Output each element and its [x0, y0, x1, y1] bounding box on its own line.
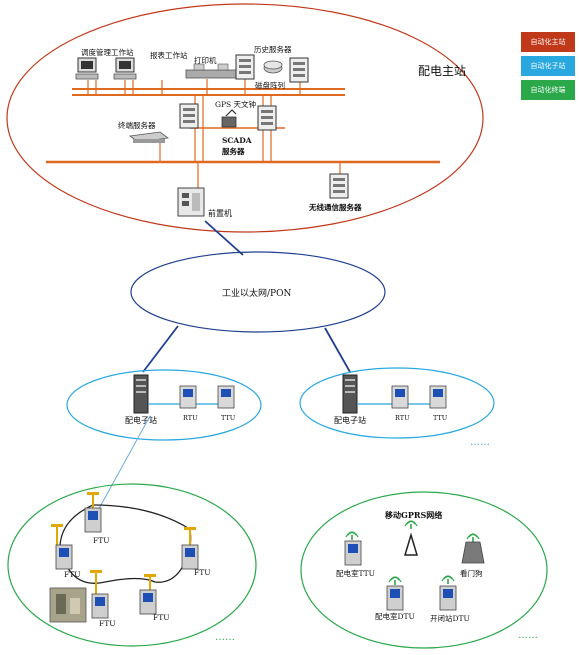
ellipsis-substations: ……	[470, 437, 490, 448]
master-station-boundary	[6, 3, 484, 233]
feeder-line-top	[92, 504, 189, 529]
ftu-icon-2	[55, 544, 73, 570]
rtu-icon	[179, 385, 197, 409]
room-ttu-icon	[344, 540, 362, 566]
lan-bus-upper	[72, 88, 345, 96]
room-dtu-icon	[386, 585, 404, 611]
history-server-icon	[235, 54, 255, 80]
dispatch-workstation-label: 调度管理工作站	[81, 47, 134, 57]
ttu-right-label: TTU	[433, 414, 448, 422]
legend-terminal: 自动化终端	[521, 80, 575, 100]
substation-left-label: 配电子站	[125, 415, 157, 425]
ftu-label-5: FTU	[153, 613, 170, 622]
front-end-icon	[177, 187, 205, 217]
substation-to-feeder-link	[89, 415, 151, 526]
substation-rack-icon	[133, 374, 149, 414]
room-dtu-label: 配电室DTU	[375, 611, 415, 621]
network-to-substation-left	[142, 325, 179, 373]
network-label: 工业以太网/PON	[222, 287, 291, 299]
ftu-label-2: FTU	[64, 570, 81, 579]
wireless-server-label: 无线通信服务器	[308, 202, 362, 212]
substation-right-boundary	[299, 367, 495, 439]
ftu-icon-1	[84, 507, 102, 533]
antenna-icon-dtu1	[388, 576, 402, 586]
switch-station-dtu-icon	[439, 585, 457, 611]
ttu-icon	[217, 385, 235, 409]
substation-right-label: 配电子站	[334, 415, 366, 425]
front-end-label: 前置机	[208, 208, 232, 218]
disk-array-label: 磁盘阵列	[255, 80, 285, 90]
substation-rack-icon-2	[342, 374, 358, 414]
scada-server-icon-2	[257, 105, 277, 131]
network-cloud	[130, 251, 386, 333]
scada-label-2: 服务器	[222, 146, 245, 156]
ellipsis-wireless: ……	[518, 630, 538, 641]
watchdog-icon	[461, 541, 485, 564]
switch-station-dtu-label: 开闭站DTU	[430, 613, 470, 623]
scada-label-1: SCADA	[222, 136, 252, 145]
gprs-network-label: 移动GPRS网络	[385, 510, 442, 520]
wireless-server-icon	[329, 173, 349, 199]
master-station-title: 配电主站	[418, 64, 466, 78]
rtu-right-label: RTU	[395, 414, 410, 422]
ftu-icon-4	[91, 593, 109, 619]
substation-photo	[49, 587, 87, 623]
legend-substation: 自动化子站	[521, 56, 575, 76]
wireless-area-boundary	[300, 491, 548, 649]
history-server-label: 历史服务器	[254, 44, 292, 54]
network-to-substation-right	[324, 327, 351, 373]
printer-label: 打印机	[194, 55, 217, 65]
report-workstation-icon	[113, 57, 137, 80]
ftu-icon-5	[139, 589, 157, 615]
antenna-icon-ttu	[345, 531, 359, 541]
watchdog-label: 看门狗	[460, 568, 483, 578]
antenna-icon-dtu2	[441, 575, 455, 585]
rtu-left-label: RTU	[183, 414, 198, 422]
printer-icon	[185, 63, 241, 79]
ftu-label-1: FTU	[93, 536, 110, 545]
disk-array-icon	[263, 60, 283, 74]
ttu-icon-2	[429, 385, 447, 409]
rtu-icon-2	[391, 385, 409, 409]
history-server-icon-2	[289, 57, 309, 83]
substation-left-boundary	[66, 369, 262, 441]
dispatch-workstation-icon	[75, 57, 99, 80]
ftu-icon-3	[181, 544, 199, 570]
gps-clock-icon	[221, 109, 237, 128]
terminal-server-label: 终端服务器	[118, 120, 156, 130]
gprs-tower-icon	[403, 520, 419, 556]
ellipsis-feeder: ……	[215, 632, 235, 643]
room-ttu-label: 配电室TTU	[336, 568, 375, 578]
report-workstation-label: 报表工作站	[150, 50, 188, 60]
scada-server-icon-1	[179, 103, 199, 129]
master-to-network-link	[204, 220, 244, 256]
terminal-server-icon	[128, 131, 170, 143]
feeder-area-boundary	[7, 483, 257, 647]
antenna-icon-watchdog	[466, 533, 480, 543]
legend-master: 自动化主站	[521, 32, 575, 52]
ftu-label-4: FTU	[99, 619, 116, 628]
ftu-label-3: FTU	[194, 568, 211, 577]
ttu-left-label: TTU	[221, 414, 236, 422]
gps-clock-label: GPS 天文钟	[215, 99, 257, 109]
bus-drops	[87, 76, 341, 188]
